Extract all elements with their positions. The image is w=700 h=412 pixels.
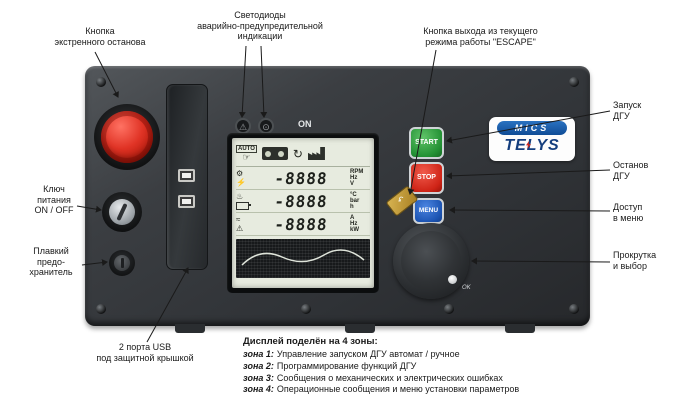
zone-label: зона 2: — [243, 361, 274, 372]
screw-icon — [301, 304, 311, 314]
seven-segment-value: -8888 — [273, 168, 329, 188]
auto-mode-label: AUTO — [236, 145, 257, 153]
display-row-electrical: ≈ ⚠ -8888 A Hz kW — [236, 213, 370, 236]
callout-usb: 2 порта USB под защитной крышкой — [96, 342, 194, 363]
callout-stop: Останов ДГУ — [613, 160, 649, 181]
callout-fuse: Плавкий предо- хранитель — [29, 246, 73, 278]
unit-label: Hz — [350, 221, 358, 227]
callout-start: Запуск ДГУ — [613, 100, 642, 121]
screw-icon — [569, 77, 579, 87]
zone-label: зона 4: — [243, 384, 274, 395]
unit-label: h — [350, 204, 354, 210]
legend-zone-3: зона 3:Сообщения о механических и электр… — [243, 373, 583, 385]
emergency-stop-bezel — [94, 104, 160, 170]
start-button-label: START — [415, 139, 438, 146]
knob-indicator-dot — [448, 275, 457, 284]
temperature-icon: ♨ — [236, 192, 244, 201]
mounting-tab — [345, 324, 375, 333]
mounting-tab — [505, 324, 535, 333]
electrical-icon: ⚡ — [236, 178, 246, 187]
display-zone4 — [236, 239, 370, 278]
alarm-led-icon: ⊙ — [258, 118, 274, 134]
legend-title: Дисплей поделён на 4 зоны: — [243, 336, 378, 347]
logo-mics: MICS — [497, 121, 567, 135]
unit-label: A — [350, 215, 355, 221]
alert-icon: ⚠ — [236, 224, 244, 233]
callout-leds: Светодиоды аварийно-предупредительной ин… — [197, 10, 323, 42]
unit-label: kW — [350, 227, 359, 233]
display-row-engine: ♨ -8888 °C bar h — [236, 190, 370, 213]
start-button[interactable]: START — [409, 127, 444, 159]
fuse-cap — [114, 255, 130, 271]
menu-button[interactable]: MENU — [413, 198, 444, 224]
screw-icon — [569, 304, 579, 314]
knob-ok-marking: OK — [462, 285, 471, 291]
ac-voltage-icon: ≈ — [236, 215, 241, 224]
manual-mode-icon: ☞ — [242, 152, 251, 162]
emergency-stop-button[interactable] — [101, 111, 153, 163]
zone-text: Сообщения о механических и электрических… — [276, 372, 503, 383]
unit-label: bar — [350, 198, 360, 204]
logo-spark-icon — [526, 141, 531, 149]
display-zones-legend: Дисплей поделён на 4 зоны: зона 1:Управл… — [243, 336, 583, 396]
display-row-speed: ⚙ ⚡ -8888 RPM Hz V — [236, 167, 370, 190]
unit-label: Hz — [350, 175, 358, 181]
display-zone1: AUTO ☞ ↻ — [236, 141, 370, 167]
callout-escape: Кнопка выхода из текущего режима работы … — [423, 26, 538, 47]
legend-zone-1: зона 1:Управление запуском ДГУ автомат /… — [243, 349, 583, 361]
usb-port-1[interactable] — [178, 169, 195, 182]
zone-label: зона 3: — [243, 372, 274, 383]
control-panel: ⚠ ⊙ ON AUTO ☞ ↻ ⚙ ⚡ — [85, 66, 590, 333]
callout-key: Ключ питания ON / OFF — [34, 184, 74, 216]
fuse-slot — [120, 258, 124, 268]
knob-face — [401, 231, 461, 291]
zone-text: Программирование функций ДГУ — [276, 361, 417, 372]
callout-knob: Прокрутка и выбор — [613, 250, 657, 271]
key-slot — [116, 202, 128, 222]
menu-button-label: MENU — [418, 207, 439, 214]
screw-icon — [444, 304, 454, 314]
auto-cycle-icon: ↻ — [292, 146, 303, 161]
unit-label: °C — [350, 192, 357, 198]
key-switch-face — [109, 199, 135, 225]
selector-knob[interactable] — [393, 223, 469, 299]
generator-icon — [261, 147, 288, 160]
usb-cover[interactable] — [166, 84, 208, 270]
legend-zone-2: зона 2:Программирование функций ДГУ — [243, 361, 583, 373]
brand-logo: MICS TELYS — [489, 117, 575, 161]
warning-led-icon: ⚠ — [235, 118, 251, 134]
unit-label: RPM — [350, 169, 364, 175]
mounting-tab — [175, 324, 205, 333]
mains-factory-icon — [307, 147, 325, 160]
seven-segment-value: -8888 — [273, 191, 329, 211]
zone-text: Операционные сообщения и меню установки … — [276, 384, 520, 395]
engine-icon: ⚙ — [236, 169, 244, 178]
unit-label: V — [350, 181, 355, 187]
callout-menu: Доступ в меню — [613, 202, 644, 223]
usb-port-2[interactable] — [178, 195, 195, 208]
stop-button[interactable]: STOP — [409, 162, 444, 194]
lcd-display: AUTO ☞ ↻ ⚙ ⚡ -8888 RPM Hz — [232, 138, 374, 288]
screw-icon — [96, 304, 106, 314]
fuse-holder[interactable] — [109, 250, 135, 276]
battery-icon — [236, 202, 251, 210]
zone-text: Управление запуском ДГУ автомат / ручное — [276, 349, 460, 360]
zone-label: зона 1: — [243, 349, 274, 360]
stop-button-label: STOP — [417, 174, 436, 181]
power-key-switch[interactable] — [102, 192, 142, 232]
screw-icon — [96, 77, 106, 87]
display-bezel: AUTO ☞ ↻ ⚙ ⚡ -8888 RPM Hz — [227, 133, 379, 293]
legend-zone-4: зона 4:Операционные сообщения и меню уст… — [243, 384, 583, 396]
callout-emergency-stop: Кнопка экстренного останова — [54, 26, 146, 47]
logo-telys: TELYS — [504, 137, 560, 154]
seven-segment-value: -8888 — [273, 214, 329, 234]
on-label: ON — [298, 119, 312, 129]
